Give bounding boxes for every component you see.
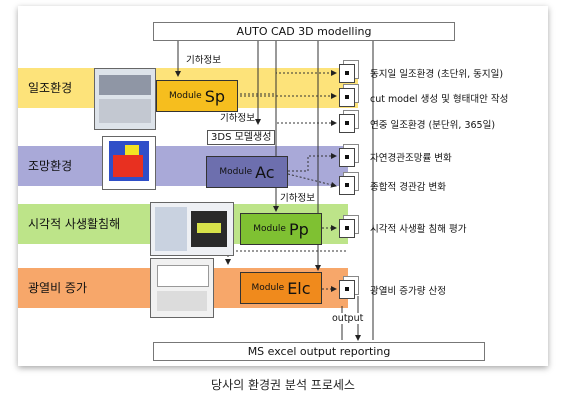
diagram-frame: 일조환경 조망환경 시각적 사생활침해 광열비 증가 — [18, 6, 548, 366]
row-label-view: 조망환경 — [28, 159, 73, 173]
output-text-6: 시각적 사생활 침해 평가 — [370, 224, 467, 235]
model-3ds-label: 3DS 모델생성 — [207, 130, 276, 145]
privacy-screenshot — [150, 202, 234, 256]
doc-icon — [339, 88, 355, 107]
heating-screenshot — [150, 258, 214, 318]
doc-icon — [339, 64, 355, 83]
module-pp-prefix: Module — [253, 224, 286, 234]
output-text-7: 광열비 증가량 산정 — [370, 286, 446, 297]
output-text-3: 연중 일조환경 (분단위, 365일) — [370, 120, 496, 131]
module-pp-code: Pp — [288, 219, 309, 239]
doc-icon — [339, 176, 355, 195]
geo-info-label-1: 기하정보 — [186, 52, 221, 66]
footer-bar: MS excel output reporting — [153, 342, 485, 361]
geo-info-label-2: 기하정보 — [220, 110, 255, 124]
output-label: output — [332, 313, 364, 324]
output-text-4: 자연경관조망률 변화 — [370, 153, 452, 164]
doc-icon — [339, 219, 355, 238]
module-pp: Module Pp — [240, 213, 322, 245]
output-text-2: cut model 생성 및 형태대안 작성 — [370, 94, 509, 105]
output-text-5: 종합적 경관감 변화 — [370, 182, 446, 193]
view-screenshot — [102, 136, 156, 190]
row-label-heating: 광열비 증가 — [28, 281, 88, 295]
module-ac: Module Ac — [206, 156, 288, 188]
doc-icon — [339, 280, 355, 299]
module-sp: Module Sp — [156, 80, 238, 112]
figure-caption: 당사의 환경권 분석 프로세스 — [211, 378, 355, 392]
module-elc-code: Elc — [287, 278, 311, 298]
doc-icon — [339, 148, 355, 167]
row-label-privacy: 시각적 사생활침해 — [28, 217, 121, 231]
row-label-sunlight: 일조환경 — [28, 81, 73, 95]
module-sp-code: Sp — [204, 86, 226, 106]
header-bar: AUTO CAD 3D modelling — [153, 22, 455, 41]
module-elc-prefix: Module — [251, 283, 285, 293]
module-ac-code: Ac — [255, 162, 275, 182]
output-text-1: 동지일 일조환경 (초단위, 동지일) — [370, 69, 504, 80]
module-elc: Module Elc — [240, 272, 322, 304]
module-sp-prefix: Module — [168, 91, 202, 101]
module-ac-prefix: Module — [219, 167, 253, 177]
sunlight-screenshot — [94, 68, 156, 130]
geo-info-label-3: 기하정보 — [280, 190, 315, 204]
band-view — [18, 146, 348, 186]
doc-icon — [339, 114, 355, 133]
